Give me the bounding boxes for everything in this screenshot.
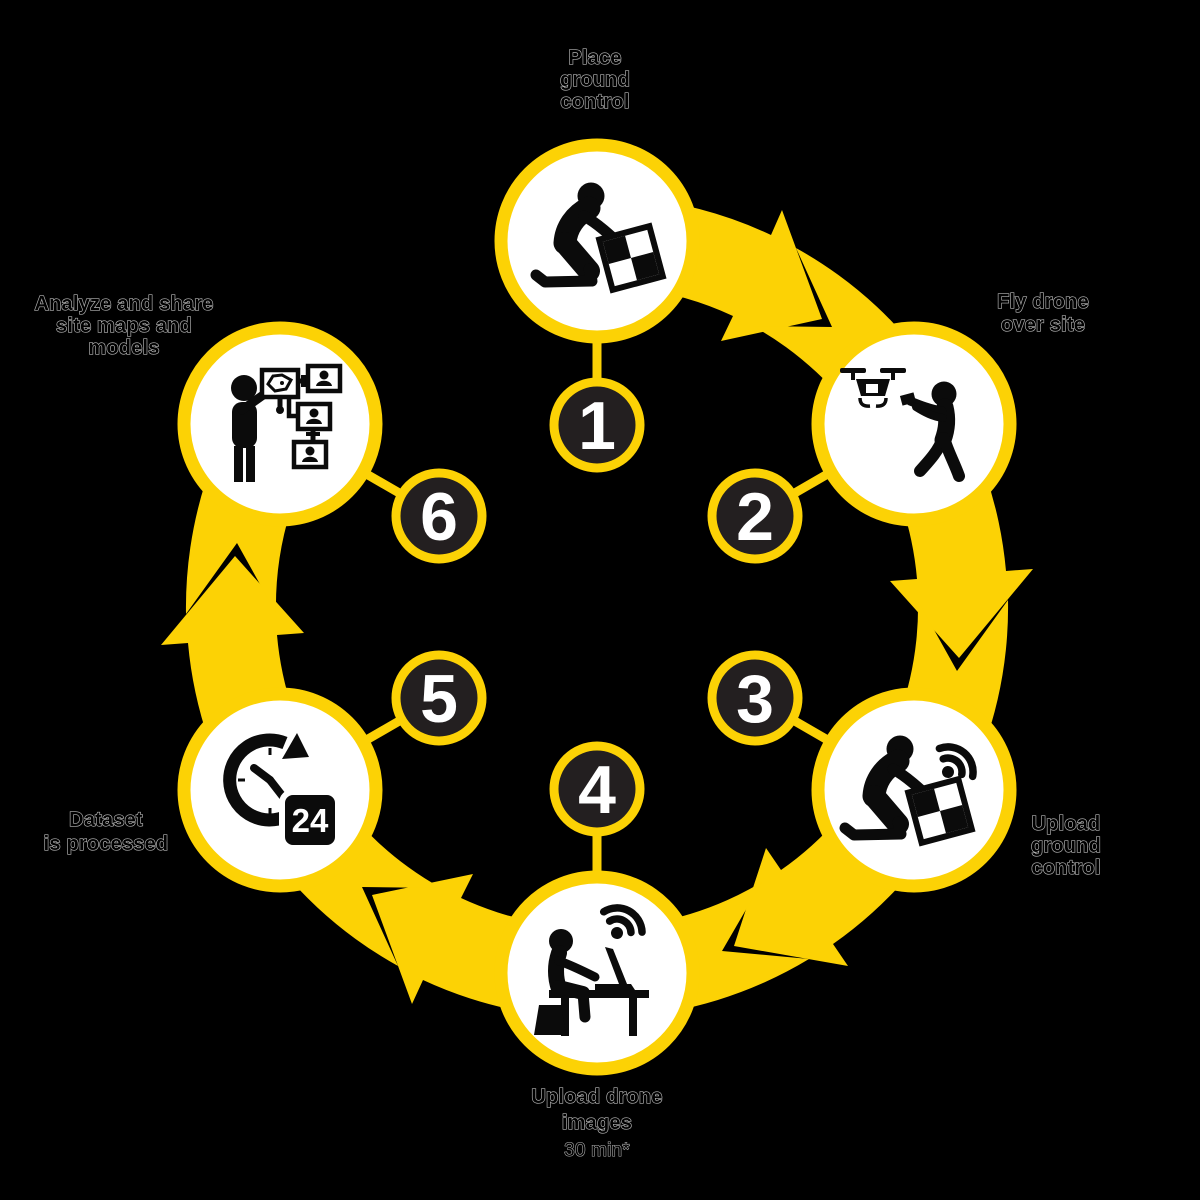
- step-2-label: Fly drone over site: [996, 290, 1089, 336]
- step-3-label-line-2: ground: [1031, 835, 1101, 857]
- person-uploading-images-laptop-icon: [534, 901, 649, 1036]
- step-2-group: 2 Fly drone over site: [707, 290, 1089, 564]
- step-3-label: Upload ground control: [1030, 812, 1101, 879]
- step-2-circle: [811, 321, 1017, 527]
- step-4-number: 4: [578, 752, 616, 828]
- badge-24-text: 24: [292, 802, 329, 839]
- step-1-group: 1 Place ground control: [494, 46, 700, 473]
- step-3-group: 3 Upload ground control: [707, 650, 1101, 893]
- laptop-icon: [605, 947, 627, 984]
- person-sharing-maps-icon: [231, 363, 343, 482]
- step-4-note: 30 min*: [564, 1140, 630, 1161]
- step-1-number: 1: [578, 388, 616, 464]
- step-1-label-line-3: control: [560, 91, 629, 113]
- step-6-badge: [391, 468, 487, 564]
- badge-24-box: [279, 789, 341, 851]
- step-1-badge: [549, 377, 645, 473]
- remote-controller-icon: [899, 392, 917, 406]
- desk-icon: [549, 990, 649, 998]
- step-1-label-line-2: ground: [560, 69, 630, 91]
- step-5-label-line-1: Dataset: [69, 809, 143, 831]
- step-2-label-line-1: Fly drone: [997, 291, 1089, 313]
- step-5-badge: [391, 650, 487, 746]
- step-6-label-line-1: Analyze and share: [34, 293, 213, 315]
- drone-icon: [840, 368, 906, 408]
- step-6-circle: [177, 321, 383, 527]
- step-1-label: Place ground control: [559, 46, 630, 113]
- step-2-badge: [707, 468, 803, 564]
- stool-icon: [534, 1005, 566, 1035]
- step-3-number: 3: [736, 661, 774, 737]
- step-6-label: Analyze and share site maps and models: [34, 292, 214, 359]
- step-6-group: 6 Analyze and share site maps and models: [34, 292, 487, 564]
- step-3-badge: [707, 650, 803, 746]
- step-4-badge: [549, 741, 645, 837]
- step-6-label-line-3: models: [88, 337, 159, 359]
- clock-24-hour-processing-icon: 24: [223, 733, 341, 851]
- step-2-label-line-2: over site: [1001, 314, 1085, 336]
- step-4-label-line-1: Upload drone: [531, 1086, 662, 1108]
- step-6-label-line-2: site maps and: [56, 315, 192, 337]
- step-1-label-line-1: Place: [568, 47, 621, 69]
- step-4-label: Upload drone images 30 min*: [531, 1085, 663, 1161]
- step-5-number: 5: [420, 661, 458, 737]
- step-5-group: 24 5 Dataset is processed: [43, 650, 487, 893]
- step-3-label-line-1: Upload: [1032, 813, 1101, 835]
- clock-arrow-head: [282, 733, 309, 759]
- step-4-label-line-2: images: [562, 1112, 632, 1134]
- step-5-label: Dataset is processed: [43, 808, 169, 855]
- step-4-group: 4 Upload drone images 30 min*: [494, 741, 700, 1162]
- step-2-number: 2: [736, 479, 774, 555]
- clock-icon: [223, 733, 290, 827]
- step-3-label-line-3: control: [1031, 857, 1100, 879]
- step-6-number: 6: [420, 479, 458, 555]
- person-flying-drone-icon: [840, 368, 965, 482]
- step-5-label-line-2: is processed: [44, 833, 169, 855]
